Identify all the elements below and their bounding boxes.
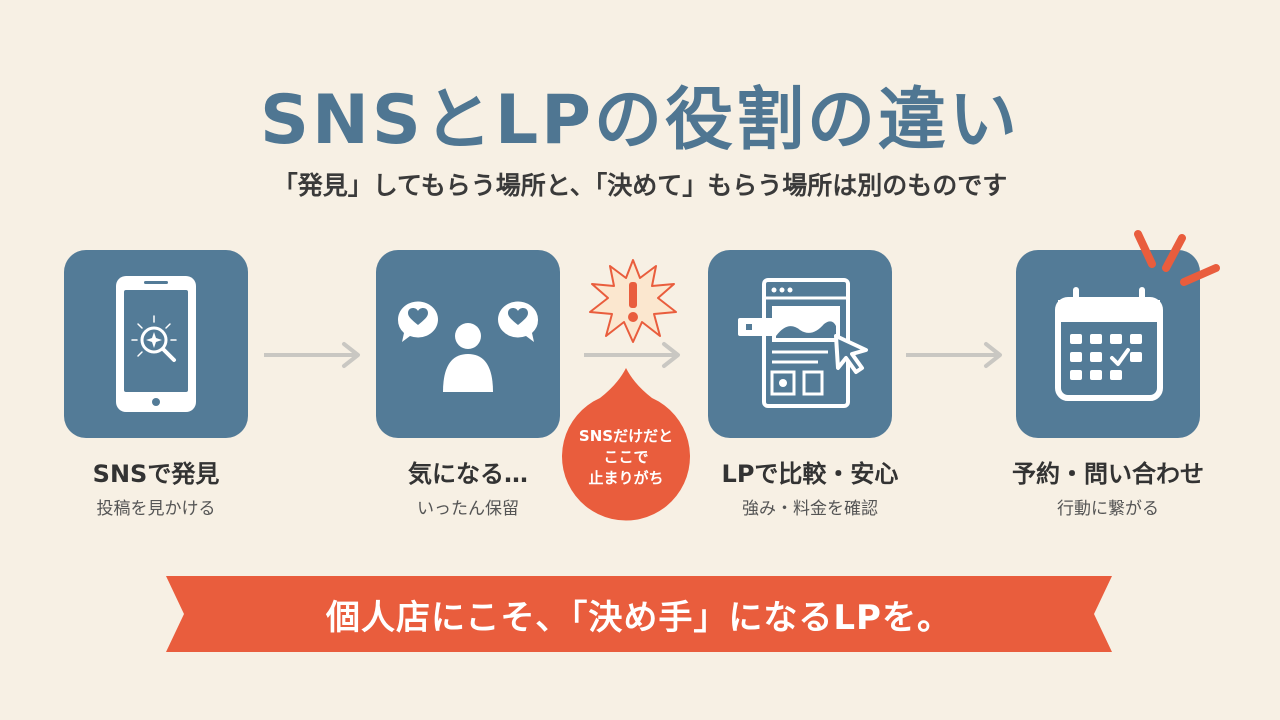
step-3-tile bbox=[708, 250, 892, 438]
step-3-label: LPで比較・安心 bbox=[721, 460, 899, 488]
arrow-right-icon bbox=[906, 342, 1002, 368]
page-title: SNSとLPの役割の違い bbox=[259, 81, 1021, 160]
step-2-sub: いったん保留 bbox=[417, 499, 519, 519]
bubble-line-1: SNSだけだと bbox=[578, 427, 674, 445]
arrow-right-icon bbox=[584, 342, 680, 368]
step-4-tile bbox=[1016, 250, 1200, 438]
smartphone-search-icon bbox=[116, 276, 196, 412]
page-subtitle: 「発見」してもらう場所と、「決めて」もらう場所は別のものです bbox=[272, 171, 1008, 200]
bubble-line-2: ここで bbox=[603, 448, 649, 466]
arrow-right-icon bbox=[264, 342, 360, 368]
emphasis-marks-icon bbox=[1134, 230, 1220, 286]
bubble-line-3: 止まりがち bbox=[588, 469, 664, 487]
person-hearts-icon bbox=[397, 301, 539, 392]
landing-page-cursor-icon bbox=[738, 278, 868, 408]
step-2-label: 気になる… bbox=[408, 460, 528, 488]
calendar-check-icon bbox=[1055, 287, 1163, 401]
step-1-sub: 投稿を見かける bbox=[96, 499, 216, 519]
step-2-tile bbox=[376, 250, 560, 438]
banner-text: 個人店にこそ、「決め手」になるLPを。 bbox=[326, 598, 952, 638]
ribbon-banner bbox=[166, 576, 1112, 652]
step-4-sub: 行動に繋がる bbox=[1057, 499, 1159, 519]
step-1-tile bbox=[64, 250, 248, 438]
exclamation-burst-icon bbox=[589, 259, 677, 343]
step-4-label: 予約・問い合わせ bbox=[1012, 460, 1204, 488]
warning-bubble: SNSだけだと ここで 止まりがち bbox=[556, 364, 696, 534]
step-1-label: SNSで発見 bbox=[92, 460, 220, 488]
step-3-sub: 強み・料金を確認 bbox=[742, 499, 878, 519]
